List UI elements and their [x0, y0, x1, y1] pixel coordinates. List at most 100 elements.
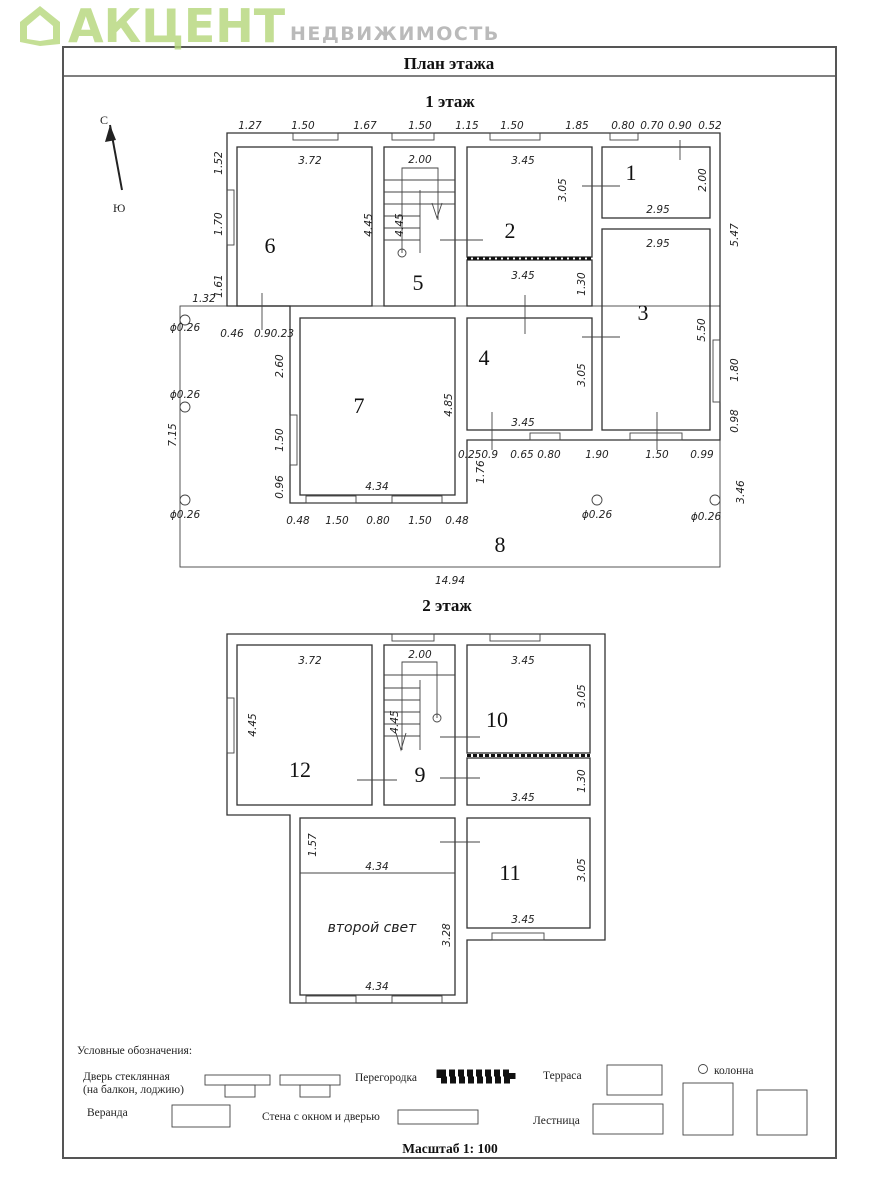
- dimension-label: 2.00: [408, 154, 432, 166]
- floor1-title: 1 этаж: [425, 92, 475, 111]
- dimension-label: 0.48: [445, 515, 469, 527]
- dimension-label: 1.15: [455, 120, 479, 132]
- room-10: [466, 644, 591, 754]
- room-number: 6: [265, 233, 276, 258]
- dimension-label: 1.30: [576, 769, 588, 793]
- room-1: [601, 146, 711, 219]
- stairs-symbol-3-icon: [756, 1089, 808, 1136]
- legend-glass-door: Дверь стеклянная: [83, 1071, 170, 1083]
- room-number: 7: [354, 393, 365, 418]
- dimension-label: 1.76: [475, 460, 487, 484]
- room-number: 12: [289, 757, 311, 782]
- dimension-label: 1.27: [238, 120, 262, 132]
- dimension-label: 1.85: [565, 120, 589, 132]
- dimension-label: 14.94: [435, 575, 465, 587]
- stairs-floor2-icon: [384, 661, 455, 752]
- dimension-label: ϕ0.26: [582, 509, 613, 521]
- legend-terrace: Терраса: [543, 1070, 582, 1082]
- glass-door-symbol-icon: [204, 1074, 341, 1098]
- dimension-label: 3.45: [511, 655, 535, 667]
- legend-wall-window-door: Стена с окном и дверью: [262, 1111, 380, 1123]
- dimension-label: 5.50: [696, 318, 708, 342]
- dimension-label: 3.45: [511, 914, 535, 926]
- dimension-label: ϕ0.26: [691, 511, 722, 523]
- dimension-label: 1.67: [353, 120, 377, 132]
- dimension-label: 2.00: [697, 168, 709, 192]
- column-symbol-icon: [698, 1064, 708, 1074]
- dimension-label: 0.52: [698, 120, 722, 132]
- compass: С Ю: [100, 113, 125, 215]
- dimension-label: 0.250.9: [458, 449, 498, 461]
- second-light-area: [299, 817, 456, 996]
- dimension-label: 1.90: [585, 449, 609, 461]
- dimension-label: 2.95: [646, 238, 670, 250]
- dimension-label: 0.65: [510, 449, 534, 461]
- dimension-label: 1.30: [576, 272, 588, 296]
- partition-symbol-icon: [436, 1069, 516, 1084]
- legend-partition: Перегородка: [355, 1072, 417, 1084]
- dimension-label: 0.99: [690, 449, 714, 461]
- dimension-label: ϕ0.26: [170, 389, 201, 401]
- compass-north: С: [100, 113, 108, 127]
- dimension-label: ϕ0.26: [170, 322, 201, 334]
- dimension-label: 0.90: [668, 120, 692, 132]
- room-number: 9: [415, 762, 426, 787]
- legend-veranda: Веранда: [87, 1107, 128, 1119]
- dimension-label: 4.45: [363, 213, 375, 237]
- dimension-label: 1.70: [213, 212, 225, 236]
- room-11: [466, 817, 591, 929]
- dimension-label: 1.50: [291, 120, 315, 132]
- dimension-label: 3.05: [576, 858, 588, 882]
- dimension-label: 1.50: [408, 515, 432, 527]
- room-2-strip: [466, 259, 593, 307]
- stairs-symbol-icon: [592, 1103, 664, 1135]
- dimension-label: 0.80: [537, 449, 561, 461]
- dimension-label: 3.72: [298, 155, 322, 167]
- dimension-label: 4.45: [394, 213, 406, 237]
- wall-window-door-symbol-icon: [397, 1109, 479, 1125]
- dimension-label: 0.46: [220, 328, 244, 340]
- dimension-label: ϕ0.26: [170, 509, 201, 521]
- room-number: 2: [505, 218, 516, 243]
- door-marks: [357, 736, 480, 843]
- compass-south: Ю: [113, 201, 125, 215]
- legend: Условные обозначения: Дверь стеклянная (…: [77, 1045, 808, 1156]
- legend-stairs: Лестница: [533, 1115, 580, 1127]
- room-3: [601, 228, 711, 431]
- dimension-label: 0.80: [366, 515, 390, 527]
- logo-watermark: АКЦЕНТ НЕДВИЖИМОСТЬ: [20, 0, 498, 53]
- room-7: [299, 317, 456, 496]
- room-number: 5: [413, 270, 424, 295]
- room-number: 1: [626, 160, 637, 185]
- dimension-label: 4.34: [365, 481, 388, 493]
- dimension-label: 3.05: [557, 178, 569, 202]
- floor2-outer-wall: [226, 633, 606, 1004]
- door-marks: [261, 140, 681, 450]
- floor2-title: 2 этаж: [422, 596, 472, 615]
- windows: [226, 633, 545, 1004]
- dimension-label: 1.50: [274, 428, 286, 452]
- page-title: План этажа: [404, 54, 495, 73]
- dimension-label: 0.48: [286, 515, 310, 527]
- dimension-label: 0.96: [274, 475, 286, 499]
- second-light-label: второй свет: [328, 920, 418, 936]
- dimension-label: 4.45: [389, 710, 401, 734]
- dimension-label: 3.45: [511, 270, 535, 282]
- dimension-label: 4.34: [365, 861, 388, 873]
- room-10-strip: [466, 757, 591, 806]
- room-5: [383, 146, 456, 307]
- dimension-label: 2.00: [408, 649, 432, 661]
- dimension-label: 1.80: [729, 358, 741, 382]
- dimension-label: 1.50: [325, 515, 349, 527]
- dimension-label: 0.80: [611, 120, 635, 132]
- room-number: 10: [486, 707, 508, 732]
- terrace-symbol-icon: [606, 1064, 663, 1096]
- columns: [179, 314, 721, 506]
- dimension-label: 0.70: [640, 120, 664, 132]
- dimension-label: 1.50: [408, 120, 432, 132]
- logo-name: АКЦЕНТ: [68, 0, 286, 53]
- scale-label: Масштаб 1: 100: [402, 1141, 498, 1156]
- legend-title: Условные обозначения:: [77, 1045, 192, 1057]
